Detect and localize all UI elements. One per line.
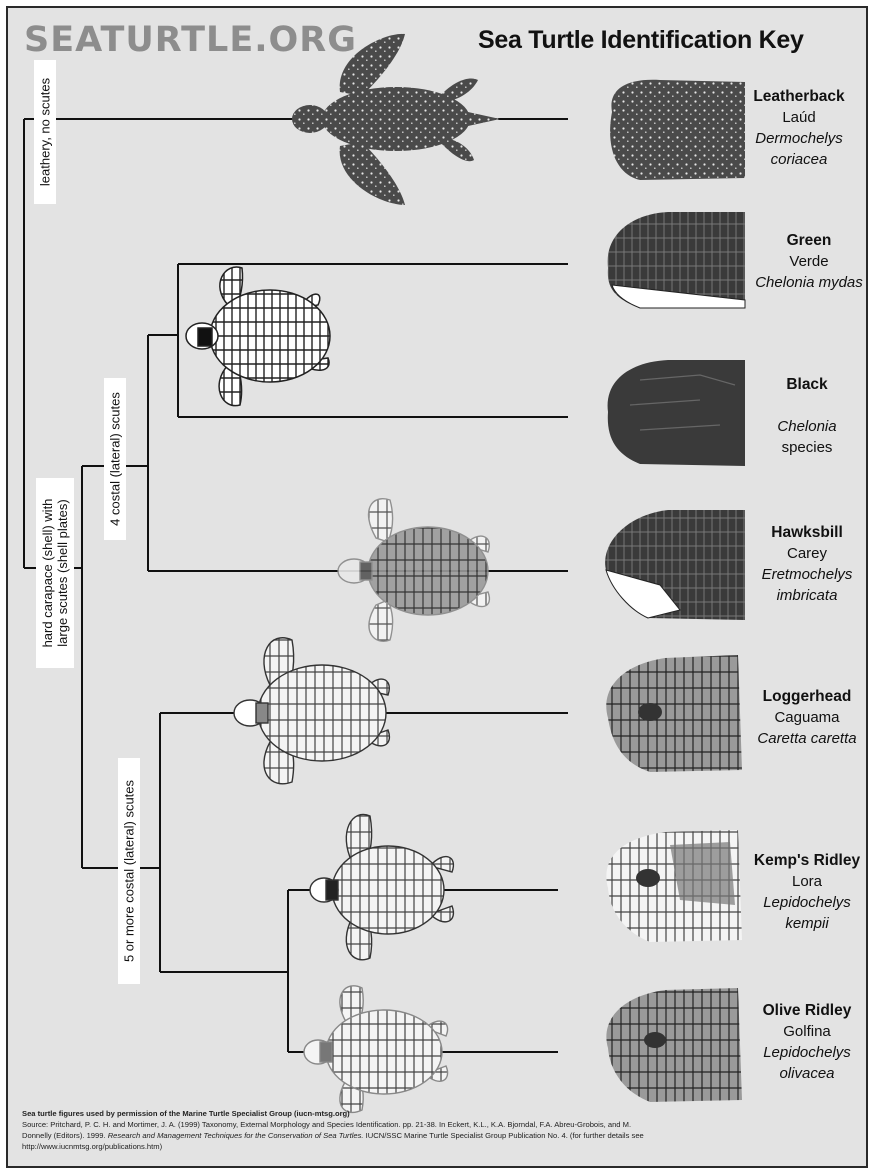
kemps-ridley-body-icon: [310, 814, 453, 959]
green-head-icon: [608, 212, 745, 308]
leatherback-body-icon: [292, 34, 500, 205]
species-label-black: Black Chelonia species: [732, 374, 874, 458]
figure-credit: Sea turtle figures used by permission of…: [22, 1108, 862, 1119]
source-footer: Sea turtle figures used by permission of…: [22, 1108, 862, 1152]
source-link[interactable]: http://www.iucnmtsg.org/publications.htm…: [22, 1141, 862, 1152]
species-label-loggerhead: Loggerhead Caguama Caretta caretta: [732, 686, 874, 749]
hawksbill-head-icon: [605, 510, 745, 620]
kemps-ridley-head-icon: [606, 830, 742, 942]
hard-carapace-line-1: hard carapace (shell) with: [40, 499, 55, 648]
species-label-kemps-ridley: Kemp's Ridley Lora Lepidochelys kempii: [732, 850, 874, 934]
branch-label-hard-carapace: hard carapace (shell) with large scutes …: [36, 478, 74, 668]
olive-ridley-head-icon: [606, 988, 742, 1102]
species-label-green: Green Verde Chelonia mydas: [734, 230, 874, 293]
species-label-leatherback: Leatherback Laúd Dermochelys coriacea: [724, 86, 874, 170]
branch-label-5-costal: 5 or more costal (lateral) scutes: [118, 758, 140, 984]
branch-label-leathery: leathery, no scutes: [34, 60, 56, 204]
loggerhead-body-icon: [234, 638, 389, 784]
source-line-1: Source: Pritchard, P. C. H. and Mortimer…: [22, 1119, 862, 1130]
tree-lines: [24, 119, 568, 1052]
hawksbill-body-icon: [338, 499, 489, 642]
source-line-2: Donnelly (Editors). 1999. Research and M…: [22, 1130, 862, 1141]
hard-carapace-line-2: large scutes (shell plates): [55, 499, 70, 648]
olive-ridley-body-icon: [304, 986, 448, 1113]
species-label-olive-ridley: Olive Ridley Golfina Lepidochelys olivac…: [732, 1000, 874, 1084]
loggerhead-head-icon: [606, 655, 742, 772]
green-body-icon: [186, 267, 330, 406]
species-label-hawksbill: Hawksbill Carey Eretmochelys imbricata: [732, 522, 874, 606]
black-head-icon: [608, 360, 745, 466]
branch-label-4-costal: 4 costal (lateral) scutes: [104, 378, 126, 540]
